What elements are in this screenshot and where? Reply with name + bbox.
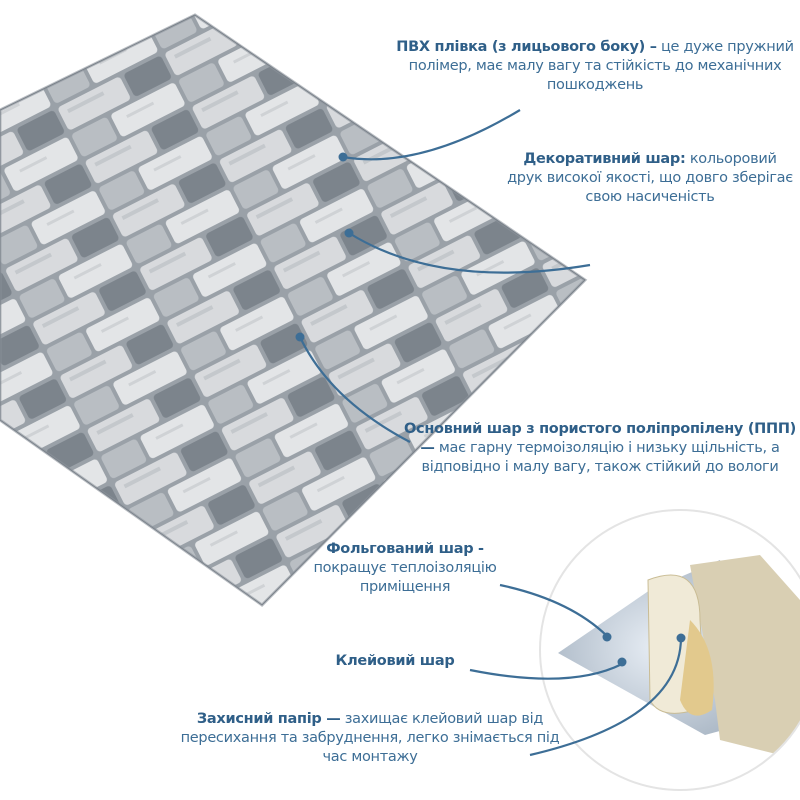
layer-description: покращує теплоізоляцію приміщення <box>313 560 497 595</box>
stone-panel-image <box>0 13 588 607</box>
layer-title: Основний шар з пористого поліпропілену (… <box>404 421 796 456</box>
layer-description: захищає клейовий шар від пересихання та … <box>180 711 560 765</box>
layer-description: має гарну термоізоляцію і низьку щільніс… <box>421 440 780 475</box>
label-base-layer: Основний шар з пористого поліпропілену (… <box>400 420 800 477</box>
label-adhesive-layer: Клейовий шар <box>330 652 460 671</box>
label-pvc-film: ПВХ плівка (з лицьового боку) – це дуже … <box>385 38 800 95</box>
layer-title: Декоративний шар: <box>523 151 686 167</box>
marker-dots <box>295 152 686 667</box>
layer-title: Клейовий шар <box>335 653 455 669</box>
layer-title: ПВХ плівка (з лицьового боку) – <box>396 39 657 55</box>
label-decorative-layer: Декоративний шар: кольоровий друк високо… <box>505 150 795 207</box>
label-foil-layer: Фольгований шар - покращує теплоізоляцію… <box>280 540 530 597</box>
layer-title: Фольгований шар - <box>326 541 484 557</box>
layer-description: це дуже пружний полімер, має малу вагу т… <box>408 39 794 93</box>
layer-description: кольоровий друк високої якості, що довго… <box>507 151 793 205</box>
label-protective-paper: Захисний папір — захищає клейовий шар ві… <box>170 710 570 767</box>
leader-lines <box>299 109 683 757</box>
layer-title: Захисний папір — <box>196 711 341 727</box>
